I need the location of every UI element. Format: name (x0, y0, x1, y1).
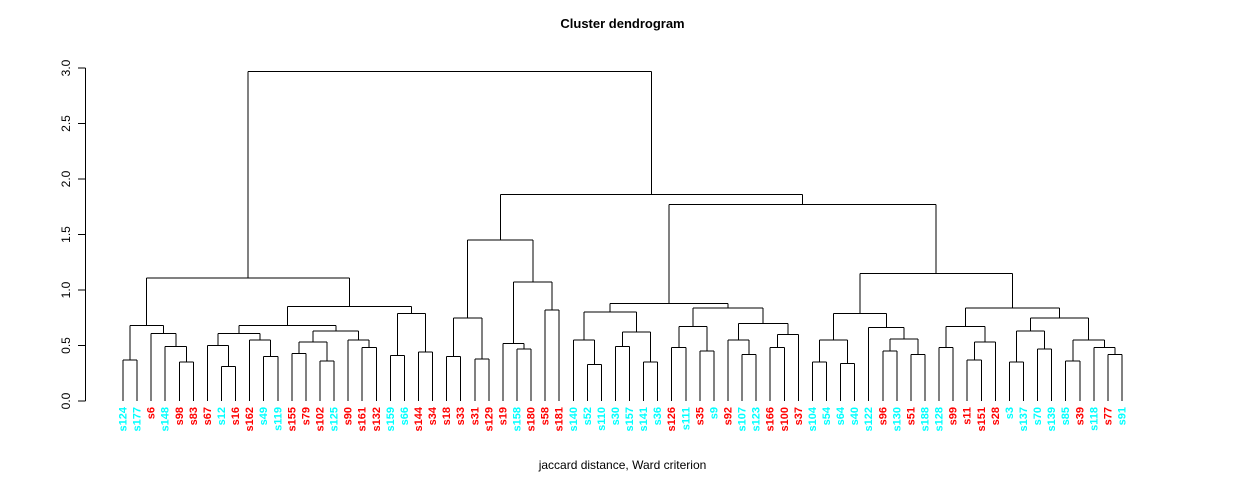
leaf-label: s39 (1074, 407, 1086, 425)
y-tick-label: 0.0 (59, 392, 73, 409)
leaf-label: s161 (357, 407, 369, 431)
leaf-label: s90 (343, 407, 355, 425)
leaf-label: s180 (526, 407, 538, 431)
leaf-label: s99 (948, 407, 960, 425)
leaf-label: s122 (863, 407, 875, 431)
leaf-label: s77 (1102, 407, 1114, 425)
leaf-label: s34 (427, 406, 439, 425)
leaf-label: s51 (905, 407, 917, 425)
leaf-label: s177 (132, 407, 144, 431)
leaf-label: s111 (680, 407, 692, 430)
leaf-label: s144 (413, 406, 425, 431)
dendrogram-links (122, 70, 1123, 401)
leaf-label: s155 (286, 407, 298, 431)
leaf-label: s31 (469, 407, 481, 425)
leaf-label: s123 (751, 407, 763, 431)
leaf-label: s19 (497, 407, 509, 425)
chart-title: Cluster dendrogram (560, 16, 685, 31)
leaf-label: s140 (568, 407, 580, 431)
leaf-label: s9 (708, 407, 720, 419)
leaf-label: s16 (230, 407, 242, 425)
x-axis-label: jaccard distance, Ward criterion (538, 458, 707, 472)
leaf-label: s11 (962, 407, 974, 425)
leaf-label: s125 (329, 407, 341, 431)
leaf-label: s83 (188, 407, 200, 425)
leaf-label: s118 (1088, 407, 1100, 431)
leaf-label: s157 (624, 407, 636, 431)
y-tick-label: 0.5 (59, 337, 73, 354)
leaf-label: s132 (371, 407, 383, 431)
y-tick-label: 2.0 (59, 170, 73, 187)
leaf-label: s104 (807, 406, 819, 431)
leaf-label: s35 (694, 407, 706, 425)
leaf-label: s28 (990, 407, 1002, 425)
leaf-label: s3 (1004, 407, 1016, 419)
leaf-label: s102 (314, 407, 326, 431)
leaf-label: s49 (258, 407, 270, 425)
y-axis (78, 67, 86, 402)
leaf-label: s159 (385, 407, 397, 431)
leaf-label: s181 (554, 407, 566, 431)
leaf-label: s18 (441, 407, 453, 425)
leaf-label: s119 (272, 407, 284, 431)
leaf-label: s129 (483, 407, 495, 431)
leaf-label: s92 (723, 407, 735, 425)
leaf-label: s107 (737, 407, 749, 431)
leaf-label: s64 (835, 406, 847, 425)
leaf-label: s54 (821, 406, 833, 425)
leaf-label: s128 (934, 407, 946, 431)
leaf-label: s126 (666, 407, 678, 431)
leaf-label: s70 (1032, 407, 1044, 425)
leaf-label: s130 (891, 407, 903, 431)
y-tick-label: 3.0 (59, 59, 73, 76)
leaf-label: s85 (1060, 407, 1072, 425)
leaf-label: s124 (118, 406, 130, 431)
y-tick-label: 1.0 (59, 281, 73, 298)
leaf-label: s33 (455, 407, 467, 425)
leaf-label: s151 (976, 407, 988, 431)
leaf-label: s66 (399, 407, 411, 425)
leaf-label: s36 (652, 407, 664, 425)
leaf-label: s100 (779, 407, 791, 431)
leaf-label: s79 (300, 407, 312, 425)
leaf-label: s67 (202, 407, 214, 425)
y-tick-label: 1.5 (59, 226, 73, 243)
leaf-label: s6 (146, 407, 158, 419)
leaf-label: s188 (920, 407, 932, 431)
leaf-label: s148 (160, 407, 172, 431)
leaf-label: s58 (540, 407, 552, 425)
leaf-label: s137 (1018, 407, 1030, 431)
leaf-label: s91 (1117, 407, 1129, 425)
leaf-label: s40 (849, 407, 861, 425)
leaf-label: s37 (793, 407, 805, 425)
leaf-label: s52 (582, 407, 594, 425)
leaf-label: s158 (511, 407, 523, 431)
leaf-label: s162 (244, 407, 256, 431)
y-tick-label: 2.5 (59, 115, 73, 132)
leaf-label: s98 (174, 407, 186, 425)
leaf-label: s139 (1046, 407, 1058, 431)
leaf-label: s110 (596, 407, 608, 431)
leaf-label: s96 (877, 407, 889, 425)
leaf-label: s30 (610, 407, 622, 425)
leaf-label: s166 (765, 407, 777, 431)
leaf-label: s12 (216, 407, 228, 425)
leaf-label: s141 (638, 407, 650, 431)
